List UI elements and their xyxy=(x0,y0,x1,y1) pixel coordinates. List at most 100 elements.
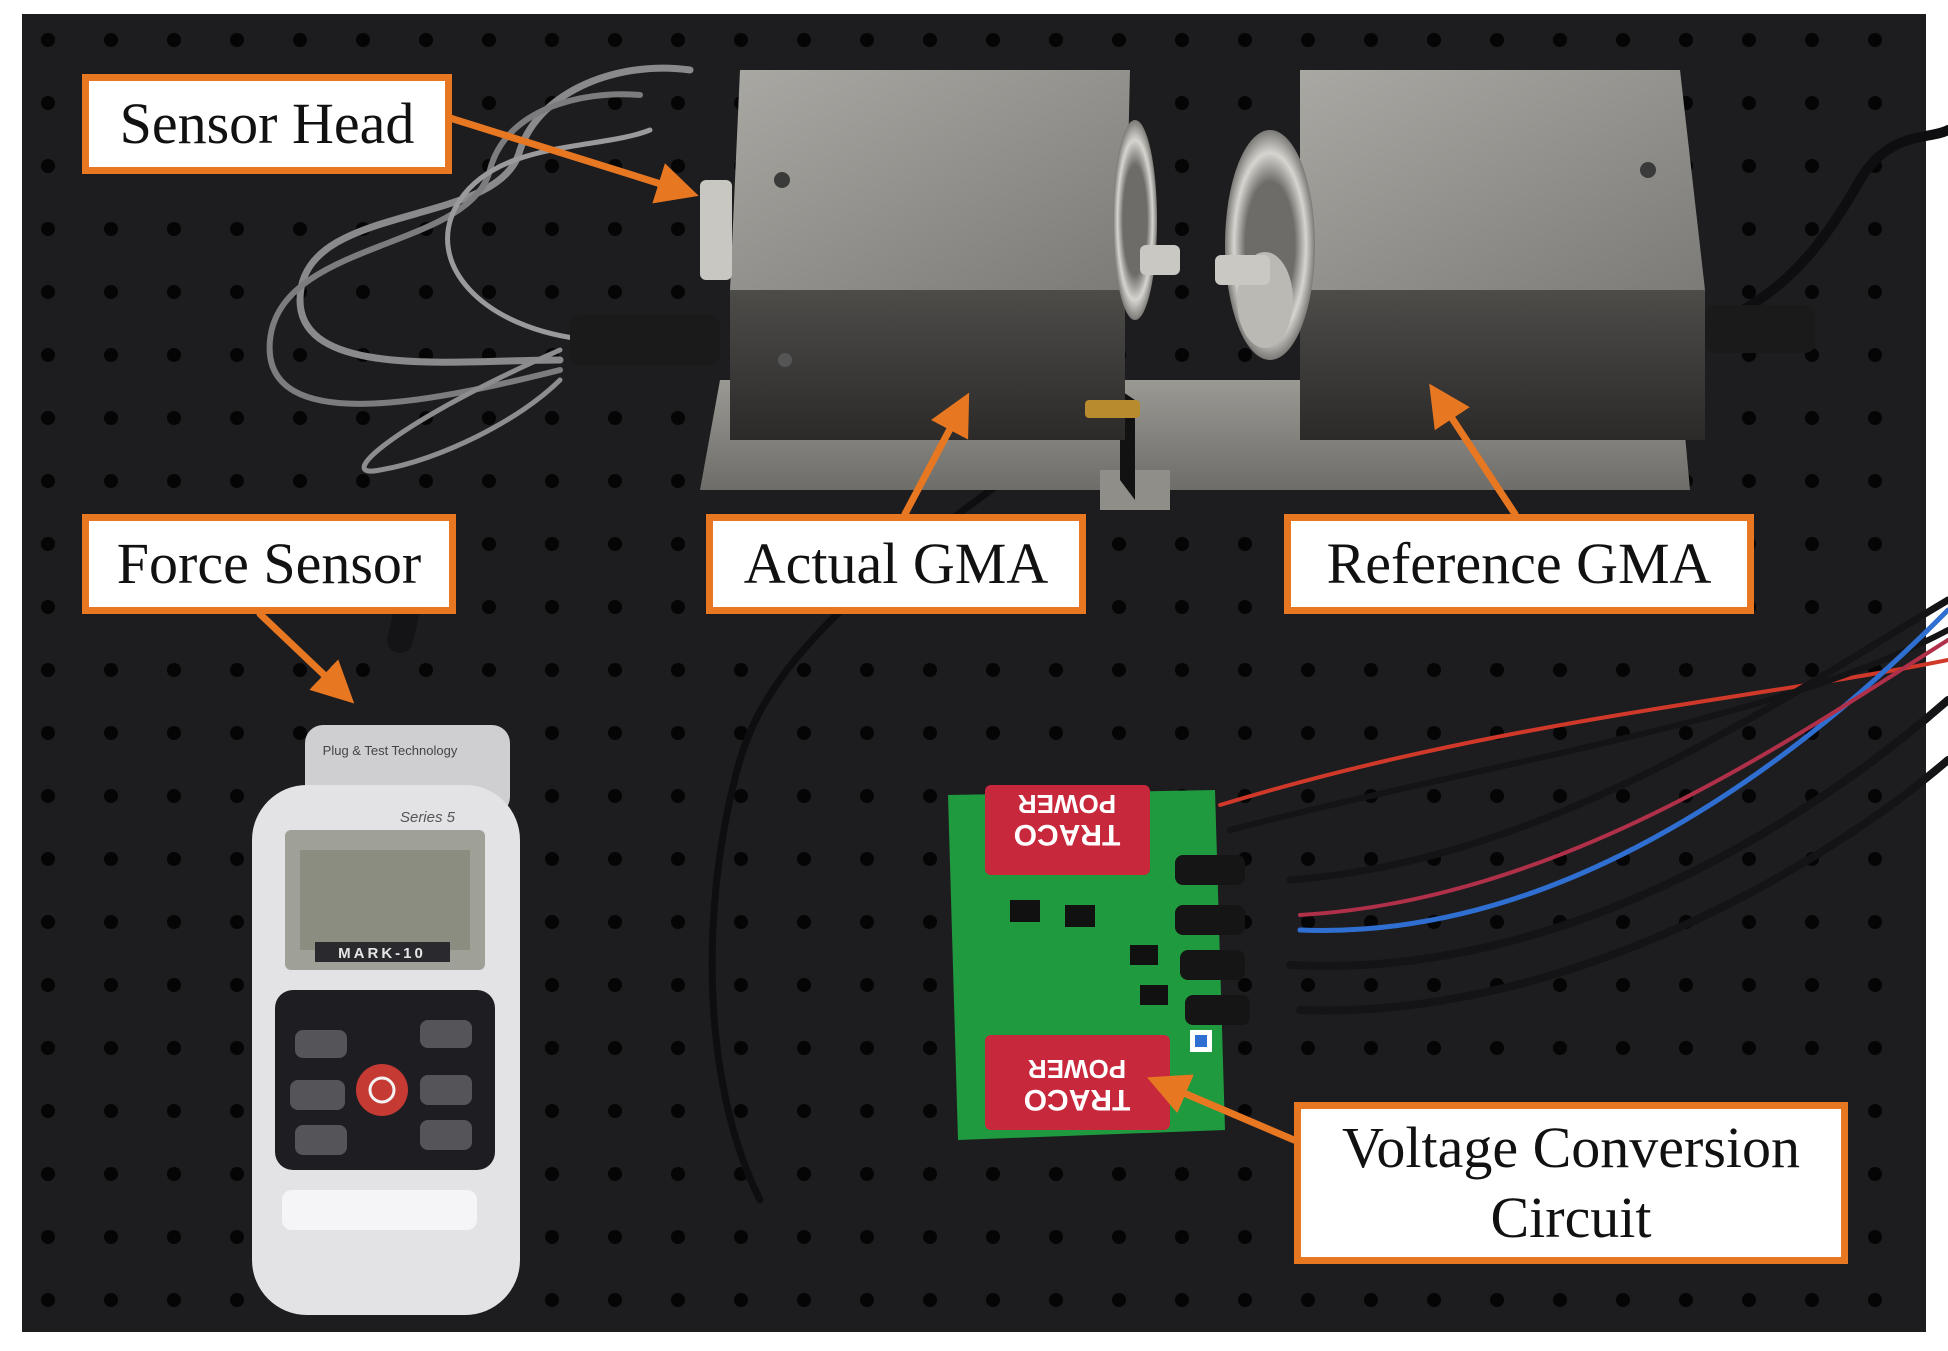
table-hole xyxy=(104,1293,118,1307)
table-hole xyxy=(1427,663,1441,677)
table-hole xyxy=(1238,1041,1252,1055)
table-hole xyxy=(671,915,685,929)
table-hole xyxy=(1175,348,1189,362)
table-hole xyxy=(41,159,55,173)
arrow-actual-gma xyxy=(901,392,970,518)
table-hole xyxy=(1490,663,1504,677)
table-hole xyxy=(671,33,685,47)
table-hole xyxy=(1490,852,1504,866)
table-hole xyxy=(608,285,622,299)
table-hole xyxy=(1805,159,1819,173)
callout-arrows xyxy=(256,114,1519,1144)
table-hole xyxy=(797,789,811,803)
table-hole xyxy=(41,222,55,236)
table-hole xyxy=(293,726,307,740)
table-hole xyxy=(1616,1041,1630,1055)
table-hole xyxy=(923,663,937,677)
table-hole xyxy=(1427,33,1441,47)
table-hole xyxy=(1679,1293,1693,1307)
table-hole xyxy=(1553,978,1567,992)
table-hole xyxy=(545,1293,559,1307)
table-hole xyxy=(167,1293,181,1307)
table-hole xyxy=(230,663,244,677)
arrow-reference-gma xyxy=(1429,383,1519,518)
table-hole xyxy=(671,663,685,677)
table-hole xyxy=(860,978,874,992)
table-hole xyxy=(1238,1293,1252,1307)
table-hole xyxy=(734,1041,748,1055)
table-hole xyxy=(1427,1293,1441,1307)
table-hole xyxy=(986,663,1000,677)
table-hole xyxy=(545,663,559,677)
table-hole xyxy=(734,978,748,992)
table-hole xyxy=(1742,915,1756,929)
table-hole xyxy=(104,852,118,866)
table-hole xyxy=(1049,1167,1063,1181)
table-hole xyxy=(1616,978,1630,992)
table-hole xyxy=(671,411,685,425)
table-hole xyxy=(230,1230,244,1244)
table-hole xyxy=(1553,663,1567,677)
table-hole xyxy=(797,33,811,47)
table-hole xyxy=(1301,978,1315,992)
table-hole xyxy=(230,33,244,47)
table-hole xyxy=(1112,537,1126,551)
table-hole xyxy=(230,1104,244,1118)
table-hole xyxy=(1238,1167,1252,1181)
table-hole xyxy=(1805,1041,1819,1055)
table-hole xyxy=(482,474,496,488)
table-hole xyxy=(1301,33,1315,47)
table-hole xyxy=(41,789,55,803)
table-hole xyxy=(1805,285,1819,299)
table-hole xyxy=(608,915,622,929)
table-hole xyxy=(230,1167,244,1181)
table-hole xyxy=(860,663,874,677)
table-hole xyxy=(986,1293,1000,1307)
table-hole xyxy=(293,222,307,236)
table-hole xyxy=(230,978,244,992)
table-hole xyxy=(1868,33,1882,47)
table-hole xyxy=(1364,1293,1378,1307)
table-hole xyxy=(986,726,1000,740)
table-hole xyxy=(860,1167,874,1181)
table-hole xyxy=(1301,852,1315,866)
table-hole xyxy=(293,33,307,47)
table-hole xyxy=(986,1230,1000,1244)
table-hole xyxy=(734,1230,748,1244)
table-hole xyxy=(104,1041,118,1055)
table-hole xyxy=(41,33,55,47)
table-hole xyxy=(41,726,55,740)
table-hole xyxy=(1490,789,1504,803)
table-hole xyxy=(1742,726,1756,740)
table-hole xyxy=(545,33,559,47)
table-hole xyxy=(104,1230,118,1244)
table-hole xyxy=(1679,1041,1693,1055)
table-hole xyxy=(1175,33,1189,47)
table-hole xyxy=(41,978,55,992)
table-hole xyxy=(230,726,244,740)
table-hole xyxy=(671,474,685,488)
table-hole xyxy=(104,1104,118,1118)
table-hole xyxy=(671,1167,685,1181)
table-hole xyxy=(608,1230,622,1244)
table-hole xyxy=(1805,222,1819,236)
table-hole xyxy=(797,978,811,992)
table-hole xyxy=(482,537,496,551)
table-hole xyxy=(1679,663,1693,677)
table-hole xyxy=(797,1230,811,1244)
table-hole xyxy=(671,978,685,992)
table-hole xyxy=(608,1104,622,1118)
table-hole xyxy=(1049,1230,1063,1244)
table-hole xyxy=(167,852,181,866)
table-hole xyxy=(41,1041,55,1055)
table-hole xyxy=(1868,1104,1882,1118)
table-hole xyxy=(1112,600,1126,614)
table-hole xyxy=(671,789,685,803)
table-hole xyxy=(797,726,811,740)
table-hole xyxy=(608,600,622,614)
table-hole xyxy=(860,915,874,929)
table-hole xyxy=(545,537,559,551)
table-hole xyxy=(1679,852,1693,866)
force-sensor-label: Force Sensor xyxy=(82,514,456,614)
